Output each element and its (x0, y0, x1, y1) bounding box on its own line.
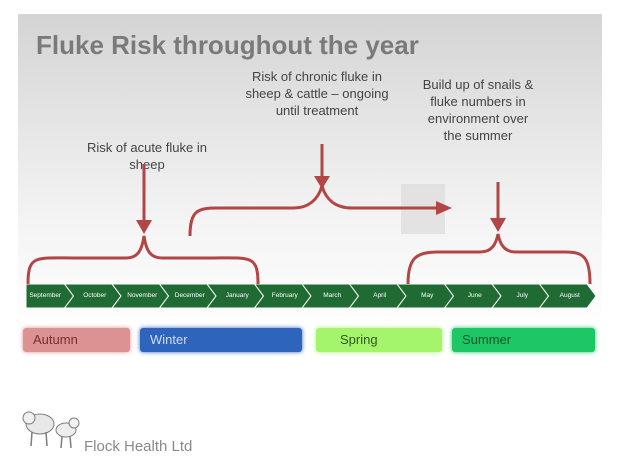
month-chevron (348, 284, 407, 308)
chronic-fluke-note: Risk of chronic fluke in sheep & cattle … (245, 69, 389, 118)
chronic-arrow-head (436, 201, 452, 215)
season-autumn-bar: Autumn (23, 328, 130, 352)
month-chevron (253, 284, 312, 308)
month-chevron (158, 284, 217, 308)
acute-arrow-head (136, 220, 152, 234)
month-chevron (396, 284, 455, 308)
slide: Fluke Risk throughout the year Risk of c… (18, 14, 602, 452)
sheep-logo-icon (22, 411, 80, 449)
month-chevron (443, 284, 502, 308)
snail-arrow-head (490, 218, 506, 232)
month-label: December (174, 292, 205, 299)
month-label: March (323, 292, 342, 299)
season-summer-bar: Summer (452, 328, 595, 352)
month-label: May (421, 292, 434, 299)
month-chevron (206, 284, 265, 308)
month-label: August (559, 292, 580, 299)
month-label: October (83, 292, 107, 299)
snail-buildup-note: Build up of snails & fluke numbers in en… (422, 77, 534, 143)
slide-title: Fluke Risk throughout the year (36, 30, 419, 60)
month-label: July (516, 292, 529, 299)
month-chevron (63, 284, 122, 308)
month-timeline: September October November December January F… (26, 284, 596, 308)
season-spring-bar: Spring (316, 328, 442, 352)
chronic-risk-brace (188, 180, 438, 237)
month-label: January (225, 292, 249, 299)
month-label: September (29, 292, 62, 299)
snail-buildup-brace (406, 233, 592, 285)
brace-arrow-layer (26, 144, 592, 285)
month-chevron (111, 284, 170, 308)
month-chevron (538, 284, 596, 308)
month-chevrons (26, 284, 596, 308)
acute-risk-brace (26, 235, 260, 285)
month-chevron (301, 284, 360, 308)
footer-brand: Flock Health Ltd (84, 438, 193, 452)
month-label: November (127, 292, 158, 299)
acute-fluke-note: Risk of acute fluke in sheep (87, 140, 207, 172)
month-label: April (373, 292, 387, 299)
month-label: February (271, 292, 298, 299)
season-winter-bar: Winter (140, 328, 302, 352)
month-label: June (467, 292, 482, 299)
month-chevron (491, 284, 550, 308)
chronic-drop-head (314, 176, 330, 189)
